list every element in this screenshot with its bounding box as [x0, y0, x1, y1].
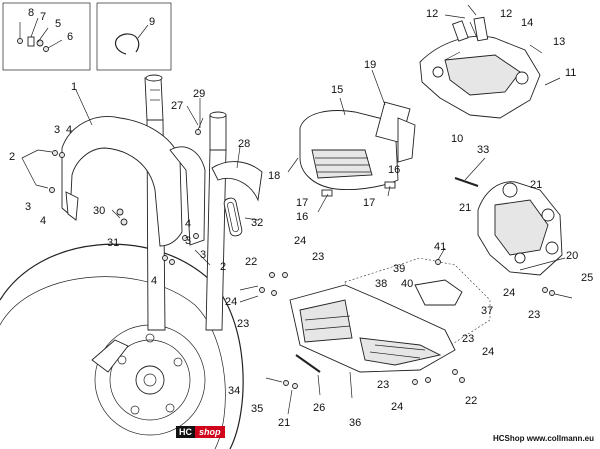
- clip-ring: [114, 33, 140, 55]
- hcshop-logo: HC shop: [176, 426, 225, 438]
- callout-27: 27: [171, 100, 183, 112]
- callout-23: 23: [312, 251, 324, 263]
- front-fender-side: [169, 146, 206, 246]
- callout-4: 4: [40, 215, 46, 227]
- callout-33: 33: [477, 144, 489, 156]
- callout-16: 16: [296, 211, 308, 223]
- callout-4: 4: [151, 275, 157, 287]
- callout-24: 24: [294, 235, 306, 247]
- callout-18: 18: [268, 170, 280, 182]
- callout-22: 22: [465, 395, 477, 407]
- callout-21: 21: [278, 417, 290, 429]
- callout-17: 17: [363, 197, 375, 209]
- callout-7: 7: [40, 11, 46, 23]
- callout-8: 8: [28, 7, 34, 19]
- callout-9: 9: [149, 16, 155, 28]
- inset-hardware-parts: [17, 17, 63, 52]
- callout-23: 23: [528, 309, 540, 321]
- callout-2: 2: [220, 261, 226, 273]
- callout-32: 32: [251, 217, 263, 229]
- reflector: [223, 197, 243, 237]
- callout-37: 37: [481, 305, 493, 317]
- lower-frame-bracket: [477, 181, 563, 276]
- callout-15: 15: [331, 84, 343, 96]
- callout-23: 23: [237, 318, 249, 330]
- callout-24: 24: [503, 287, 515, 299]
- fender-bolts: [35, 117, 204, 265]
- callout-19: 19: [364, 59, 376, 71]
- callout-24: 24: [391, 401, 403, 413]
- callout-14: 14: [521, 17, 533, 29]
- inset-box-clip: [96, 2, 172, 71]
- callout-24: 24: [225, 296, 237, 308]
- callout-12: 12: [500, 8, 512, 20]
- callout-35: 35: [251, 403, 263, 415]
- callout-31: 31: [107, 237, 119, 249]
- callout-38: 38: [375, 278, 387, 290]
- callout-21: 21: [530, 179, 542, 191]
- callout-3: 3: [185, 235, 191, 247]
- callout-3: 3: [54, 124, 60, 136]
- inset-box-hardware: [2, 2, 91, 71]
- callout-40: 40: [401, 278, 413, 290]
- callout-10: 10: [451, 133, 463, 145]
- callout-34: 34: [228, 385, 240, 397]
- callout-29: 29: [193, 88, 205, 100]
- credit-text: HCShop www.collmann.eu: [492, 434, 594, 443]
- leader-lines: [21, 14, 566, 415]
- callout-11: 11: [565, 67, 576, 79]
- callout-5: 5: [55, 18, 61, 30]
- bellypan-hardware: [259, 177, 573, 389]
- callout-23: 23: [462, 333, 474, 345]
- callout-21: 21: [459, 202, 471, 214]
- fender-bracket-left: [65, 191, 79, 221]
- front-fender: [61, 116, 183, 247]
- callout-2: 2: [9, 151, 15, 163]
- front-fender-extension: [211, 161, 263, 202]
- callout-17: 17: [296, 197, 308, 209]
- callout-12: 12: [426, 8, 438, 20]
- callout-3: 3: [200, 249, 206, 261]
- callout-13: 13: [553, 36, 565, 48]
- callout-30: 30: [93, 205, 105, 217]
- callout-22: 22: [245, 256, 257, 268]
- callout-24: 24: [482, 346, 494, 358]
- hc-logo-text: HC: [176, 426, 195, 438]
- callout-25: 25: [581, 272, 593, 284]
- headlight-housing: [299, 101, 416, 197]
- front-wheel: [0, 243, 244, 449]
- callout-28: 28: [238, 138, 250, 150]
- callout-1: 1: [71, 81, 77, 93]
- upper-frame-bracket: [419, 4, 541, 119]
- callout-6: 6: [67, 31, 73, 43]
- callout-26: 26: [313, 402, 325, 414]
- sensor-bracket: [414, 279, 463, 306]
- callout-3: 3: [25, 201, 31, 213]
- callout-4: 4: [66, 124, 72, 136]
- callout-36: 36: [349, 417, 361, 429]
- callout-labels: 8 7 5 6 9 12 12 14 13 11 10 19 15 1 29 2…: [9, 7, 593, 429]
- callout-16: 16: [388, 164, 400, 176]
- callout-41: 41: [434, 241, 446, 253]
- bellypan: [289, 284, 456, 373]
- callout-39: 39: [393, 263, 405, 275]
- callout-4: 4: [185, 218, 191, 230]
- shop-logo-text: shop: [195, 426, 225, 438]
- callout-20: 20: [566, 250, 578, 262]
- callout-23: 23: [377, 379, 389, 391]
